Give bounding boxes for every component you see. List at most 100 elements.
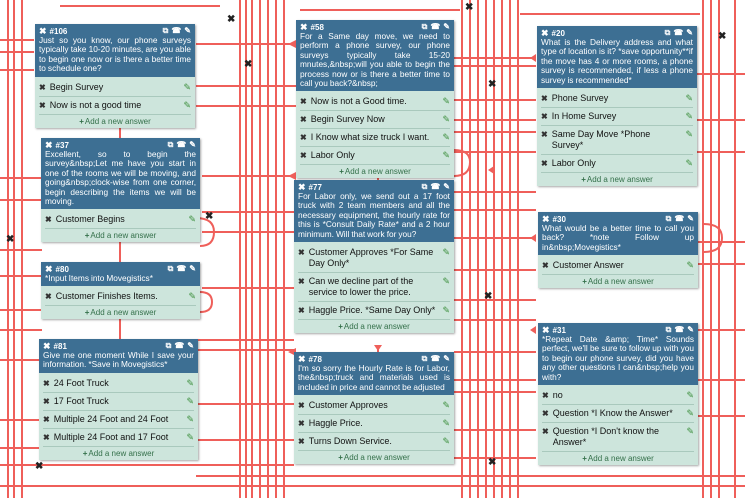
close-icon[interactable]: ✖: [300, 97, 307, 107]
close-icon[interactable]: ✖: [45, 215, 52, 225]
answer-item[interactable]: ✖Begin Survey✎: [39, 79, 191, 97]
close-icon[interactable]: ✖: [541, 159, 548, 169]
answer-item[interactable]: ✖Can we decline part of the service to l…: [298, 273, 450, 303]
answer-item[interactable]: ✖Begin Survey Now✎: [300, 111, 450, 130]
answer-item[interactable]: ✖Haggle Price.✎: [298, 415, 450, 434]
close-icon[interactable]: ✖: [298, 401, 305, 411]
answer-item[interactable]: ✖Now is not a Good time.✎: [300, 93, 450, 112]
close-icon[interactable]: ✖: [542, 261, 549, 271]
pencil-icon[interactable]: ✎: [685, 111, 693, 122]
close-icon[interactable]: ✖: [541, 112, 548, 122]
close-icon[interactable]: ✖: [43, 432, 50, 442]
add-answer-button[interactable]: +Add a new answer: [45, 229, 196, 241]
answer-item[interactable]: ✖Labor Only✎: [300, 147, 450, 166]
close-icon[interactable]: ✖: [542, 324, 550, 335]
pencil-icon[interactable]: ✎: [186, 413, 194, 424]
answer-item[interactable]: ✖Customer Answer✎: [542, 257, 694, 276]
phone-icon[interactable]: ☎: [174, 341, 185, 350]
copy-icon[interactable]: ⧉: [664, 28, 671, 37]
close-icon[interactable]: ✖: [541, 130, 548, 140]
pencil-icon[interactable]: ✎: [442, 96, 450, 107]
pencil-icon[interactable]: ✎: [442, 114, 450, 125]
question-node[interactable]: ✖#77 ⧉☎✎ For Labor only, we send out a 1…: [294, 180, 454, 334]
answer-item[interactable]: ✖Turns Down Service.✎: [298, 433, 450, 452]
add-answer-button[interactable]: +Add a new answer: [542, 275, 694, 287]
close-icon[interactable]: ✖: [298, 306, 305, 316]
close-icon[interactable]: ✖: [39, 25, 47, 36]
phone-icon[interactable]: ☎: [171, 26, 182, 35]
pencil-icon[interactable]: ✎: [442, 132, 450, 143]
question-node[interactable]: ✖#30 ⧉☎✎ What would be a better time to …: [538, 212, 698, 289]
pencil-icon[interactable]: ✎: [442, 436, 450, 447]
answer-item[interactable]: ✖Multiple 24 Foot and 24 Foot✎: [43, 411, 194, 429]
connector-delete-icon[interactable]: ✖: [465, 2, 474, 13]
pencil-icon[interactable]: ✎: [443, 22, 450, 31]
answer-item[interactable]: ✖Phone Survey✎: [541, 90, 693, 109]
answer-item[interactable]: ✖24 Foot Truck✎: [43, 375, 194, 393]
pencil-icon[interactable]: ✎: [686, 408, 694, 419]
question-node[interactable]: ✖#37 ⧉☎✎ Excellent, so to begin the surv…: [41, 138, 200, 243]
copy-icon[interactable]: ⧉: [665, 325, 672, 334]
connector-delete-icon[interactable]: ✖: [35, 461, 44, 472]
answer-item[interactable]: ✖I Know what size truck I want.✎: [300, 129, 450, 148]
copy-icon[interactable]: ⧉: [167, 140, 174, 149]
pencil-icon[interactable]: ✎: [442, 150, 450, 161]
close-icon[interactable]: ✖: [300, 151, 307, 161]
connector-delete-icon[interactable]: ✖: [6, 234, 15, 245]
close-icon[interactable]: ✖: [45, 263, 53, 274]
answer-item[interactable]: ✖In Home Survey✎: [541, 108, 693, 127]
close-icon[interactable]: ✖: [300, 115, 307, 125]
close-icon[interactable]: ✖: [541, 94, 548, 104]
pencil-icon[interactable]: ✎: [686, 390, 694, 401]
question-node[interactable]: ✖#58 ⧉☎✎ For a Same day move, we need to…: [296, 20, 454, 179]
pencil-icon[interactable]: ✎: [442, 247, 450, 258]
answer-item[interactable]: ✖Customer Approves✎: [298, 397, 450, 416]
connector-delete-icon[interactable]: ✖: [484, 291, 493, 302]
pencil-icon[interactable]: ✎: [686, 426, 694, 437]
phone-icon[interactable]: ☎: [430, 22, 441, 31]
close-icon[interactable]: ✖: [300, 21, 308, 32]
close-icon[interactable]: ✖: [43, 378, 50, 388]
pencil-icon[interactable]: ✎: [189, 264, 196, 273]
pencil-icon[interactable]: ✎: [442, 276, 450, 287]
question-node[interactable]: ✖#81 ⧉☎✎ Give me one moment While I save…: [39, 339, 198, 460]
answer-item[interactable]: ✖Now is not a good time✎: [39, 97, 191, 115]
connector-delete-icon[interactable]: ✖: [488, 457, 497, 468]
answer-item[interactable]: ✖Question *I Don't know the Answer*✎: [542, 423, 694, 453]
phone-icon[interactable]: ☎: [176, 140, 187, 149]
close-icon[interactable]: ✖: [298, 277, 305, 287]
question-node[interactable]: ✖#31 ⧉☎✎ *Repeat Date &amp; Time* Sounds…: [538, 323, 698, 466]
close-icon[interactable]: ✖: [542, 409, 549, 419]
copy-icon[interactable]: ⧉: [162, 26, 169, 35]
phone-icon[interactable]: ☎: [674, 214, 685, 223]
add-answer-button[interactable]: +Add a new answer: [45, 306, 196, 318]
pencil-icon[interactable]: ✎: [687, 214, 694, 223]
phone-icon[interactable]: ☎: [673, 28, 684, 37]
pencil-icon[interactable]: ✎: [188, 214, 196, 225]
close-icon[interactable]: ✖: [300, 133, 307, 143]
copy-icon[interactable]: ⧉: [421, 182, 428, 191]
pencil-icon[interactable]: ✎: [685, 129, 693, 140]
close-icon[interactable]: ✖: [542, 213, 550, 224]
phone-icon[interactable]: ☎: [430, 354, 441, 363]
answer-item[interactable]: ✖Multiple 24 Foot and 17 Foot✎: [43, 429, 194, 447]
close-icon[interactable]: ✖: [39, 82, 46, 92]
phone-icon[interactable]: ☎: [176, 264, 187, 273]
close-icon[interactable]: ✖: [298, 181, 306, 192]
pencil-icon[interactable]: ✎: [443, 182, 450, 191]
answer-item[interactable]: ✖Question *I Know the Answer*✎: [542, 405, 694, 424]
copy-icon[interactable]: ⧉: [421, 354, 428, 363]
close-icon[interactable]: ✖: [298, 437, 305, 447]
pencil-icon[interactable]: ✎: [443, 354, 450, 363]
add-answer-button[interactable]: +Add a new answer: [298, 320, 450, 332]
copy-icon[interactable]: ⧉: [665, 214, 672, 223]
answer-item[interactable]: ✖Haggle Price. *Same Day Only*✎: [298, 302, 450, 321]
pencil-icon[interactable]: ✎: [685, 93, 693, 104]
connector-delete-icon[interactable]: ✖: [205, 211, 214, 222]
pencil-icon[interactable]: ✎: [186, 395, 194, 406]
answer-item[interactable]: ✖Customer Begins✎: [45, 211, 196, 230]
add-answer-button[interactable]: +Add a new answer: [43, 447, 194, 459]
pencil-icon[interactable]: ✎: [189, 140, 196, 149]
pencil-icon[interactable]: ✎: [186, 377, 194, 388]
